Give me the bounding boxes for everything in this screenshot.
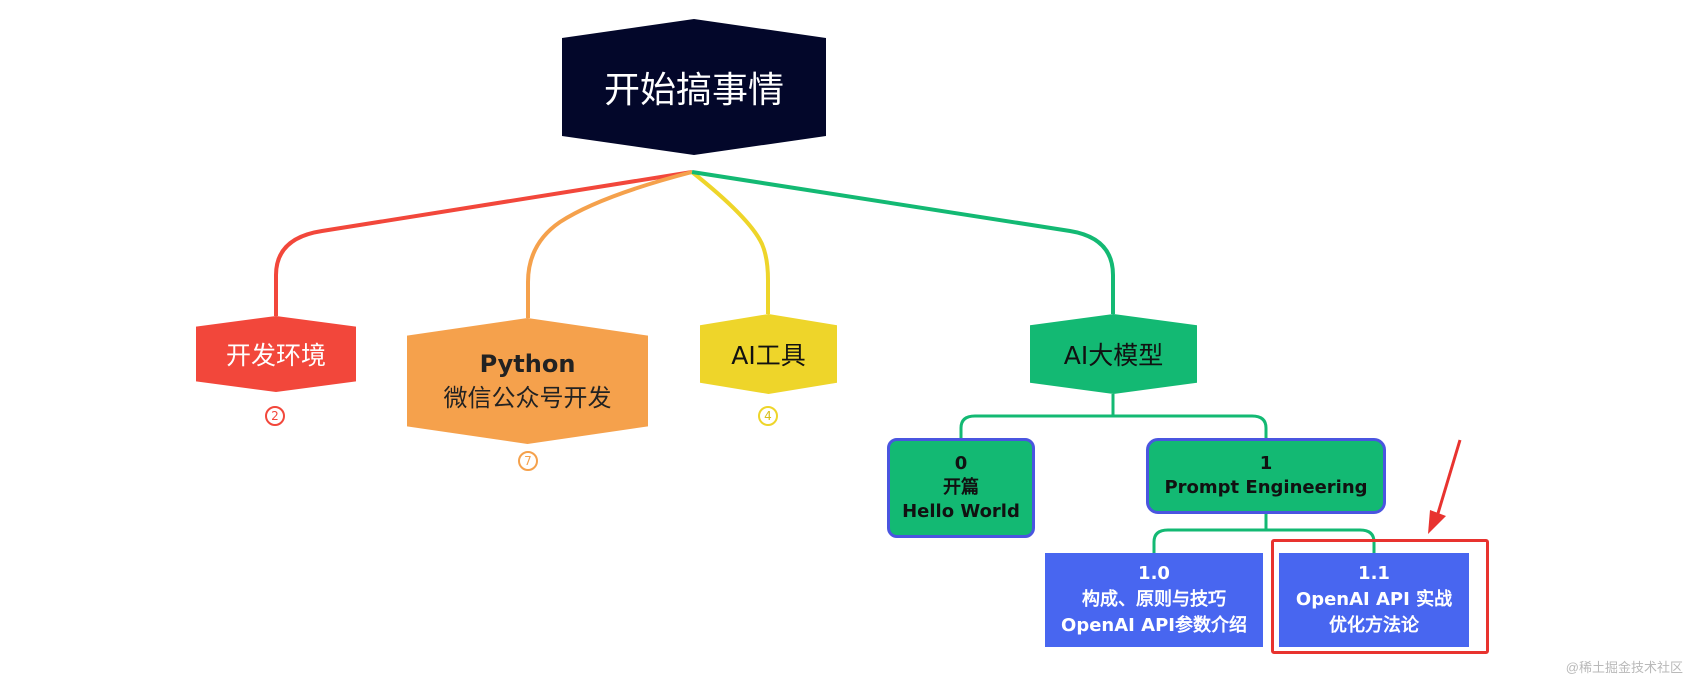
topic-label-line1: Python: [479, 349, 576, 378]
watermark: @稀土掘金技术社区: [1565, 660, 1683, 675]
topic-1-1[interactable]: 1.1 OpenAI API 实战 优化方法论: [1279, 553, 1469, 647]
topic-label-line2: 开篇: [943, 477, 979, 498]
link-ai-children: [959, 394, 1268, 438]
link-prompt-children: [1152, 514, 1376, 553]
topic-label-line1: 1.0: [1138, 563, 1170, 584]
topic-ai-tools[interactable]: AI工具: [700, 314, 837, 394]
topic-dev-env[interactable]: 开发环境: [196, 316, 356, 392]
link-root-ai: [691, 170, 1115, 314]
topic-label-line1: 0: [954, 453, 968, 474]
collapsed-count-badge[interactable]: 2: [265, 406, 285, 426]
root-label: 开始搞事情: [603, 70, 784, 111]
topic-label-line3: 优化方法论: [1329, 615, 1419, 636]
topic-1-0[interactable]: 1.0 构成、原则与技巧 OpenAI API参数介绍: [1045, 553, 1263, 647]
pointer-arrow-icon: [1428, 439, 1462, 534]
topic-label-line2: 构成、原则与技巧: [1082, 589, 1226, 610]
link-root-env: [274, 170, 693, 316]
topic-label-line3: OpenAI API参数介绍: [1061, 615, 1247, 636]
topic-hello-world[interactable]: 0 开篇 Hello World: [887, 438, 1035, 538]
topic-label: AI工具: [731, 341, 806, 370]
topic-label-line1: 1.1: [1358, 563, 1390, 584]
link-root-tool: [690, 170, 770, 314]
topic-python-wechat[interactable]: Python 微信公众号开发: [407, 318, 648, 444]
collapsed-count-badge[interactable]: 4: [758, 406, 778, 426]
topic-label: 开发环境: [225, 341, 326, 370]
topic-ai-llm[interactable]: AI大模型: [1030, 314, 1197, 394]
link-root-py: [526, 170, 693, 318]
topic-label-line2: OpenAI API 实战: [1295, 589, 1453, 610]
topic-label-line3: Hello World: [902, 501, 1020, 522]
topic-prompt-engineering[interactable]: 1 Prompt Engineering: [1146, 438, 1386, 514]
topic-label: AI大模型: [1063, 341, 1164, 370]
topic-label-line1: 1: [1259, 453, 1273, 474]
collapsed-count-badge[interactable]: 7: [518, 451, 538, 471]
highlight-box: [1271, 539, 1489, 654]
root-topic[interactable]: 开始搞事情: [562, 19, 826, 155]
topic-label-line2: Prompt Engineering: [1164, 477, 1368, 498]
topic-label-line2: 微信公众号开发: [443, 383, 612, 412]
